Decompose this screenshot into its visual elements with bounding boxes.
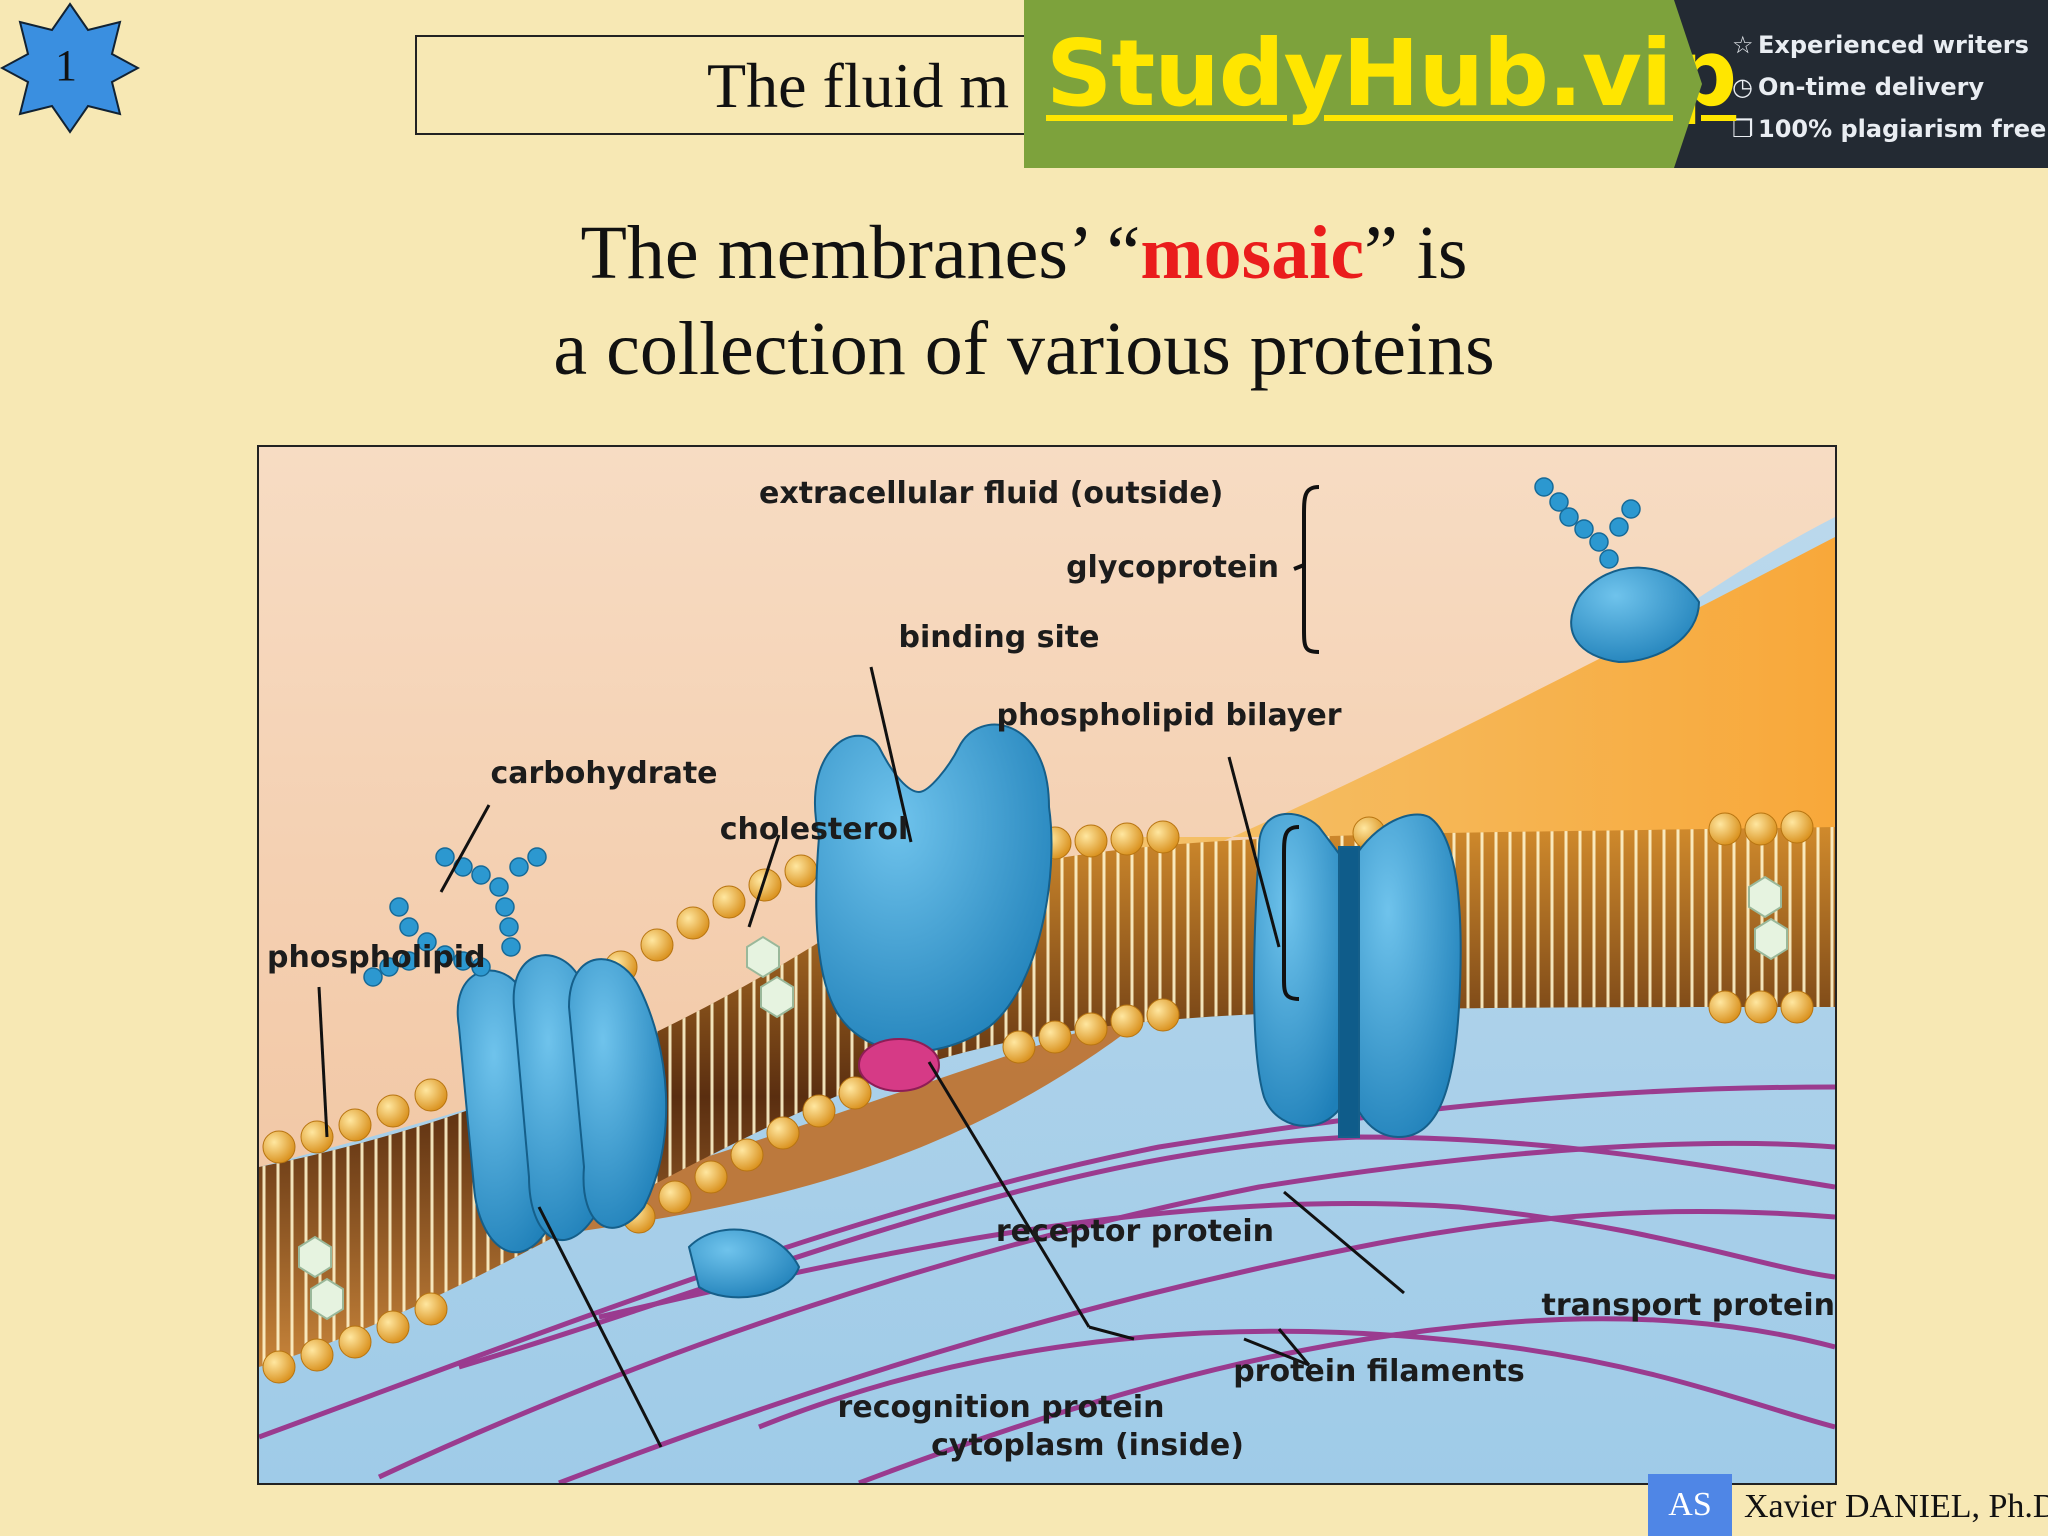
feature-item: ❐100% plagiarism free	[1732, 108, 2048, 150]
label-cholesterol: cholesterol	[720, 812, 909, 847]
label-transport: transport protein	[1542, 1288, 1835, 1323]
slide-number: 1	[55, 41, 77, 90]
membrane-diagram: extracellular fluid (outside) glycoprote…	[257, 445, 1837, 1485]
label-glycoprotein: glycoprotein	[1066, 550, 1279, 585]
label-phospholipid: phospholipid	[267, 940, 486, 975]
feature-panel: ☆Experienced writers ◷On-time delivery ❐…	[1674, 0, 2048, 168]
label-extracellular: extracellular fluid (outside)	[759, 476, 1223, 511]
label-binding-site: binding site	[899, 620, 1100, 655]
heading-line-1: The membranes’ “mosaic” is	[580, 211, 1468, 295]
star-icon: ☆	[1732, 31, 1754, 59]
label-bilayer: phospholipid bilayer	[996, 698, 1341, 733]
brand-logo[interactable]: StudyHub.vip	[1046, 20, 1737, 127]
label-recognition: recognition protein	[838, 1390, 1165, 1425]
slide-heading: The membranes’ “mosaic” is a collection …	[0, 205, 2048, 397]
slide-number-star: 1	[0, 2, 140, 134]
copy-icon: ❐	[1732, 115, 1754, 143]
slide-title: The fluid m	[415, 35, 1135, 135]
feature-item: ☆Experienced writers	[1732, 24, 2048, 66]
heading-highlight: mosaic	[1140, 211, 1365, 295]
brand-panel[interactable]: StudyHub.vip	[1024, 0, 1737, 168]
label-cytoplasm: cytoplasm (inside)	[931, 1428, 1244, 1463]
feature-item: ◷On-time delivery	[1732, 66, 2048, 108]
label-carbohydrate: carbohydrate	[490, 756, 717, 791]
footer-author: Xavier DANIEL, Ph.D.	[1744, 1488, 2048, 1525]
label-filaments: protein filaments	[1233, 1354, 1525, 1389]
heading-line-2: a collection of various proteins	[553, 307, 1495, 391]
footer-badge: AS	[1648, 1474, 1732, 1536]
label-receptor: receptor protein	[996, 1214, 1274, 1249]
clock-icon: ◷	[1732, 73, 1753, 101]
promo-banner[interactable]: StudyHub.vip ☆Experienced writers ◷On-ti…	[1024, 0, 2048, 168]
slide-title-text: The fluid m	[707, 50, 1010, 121]
